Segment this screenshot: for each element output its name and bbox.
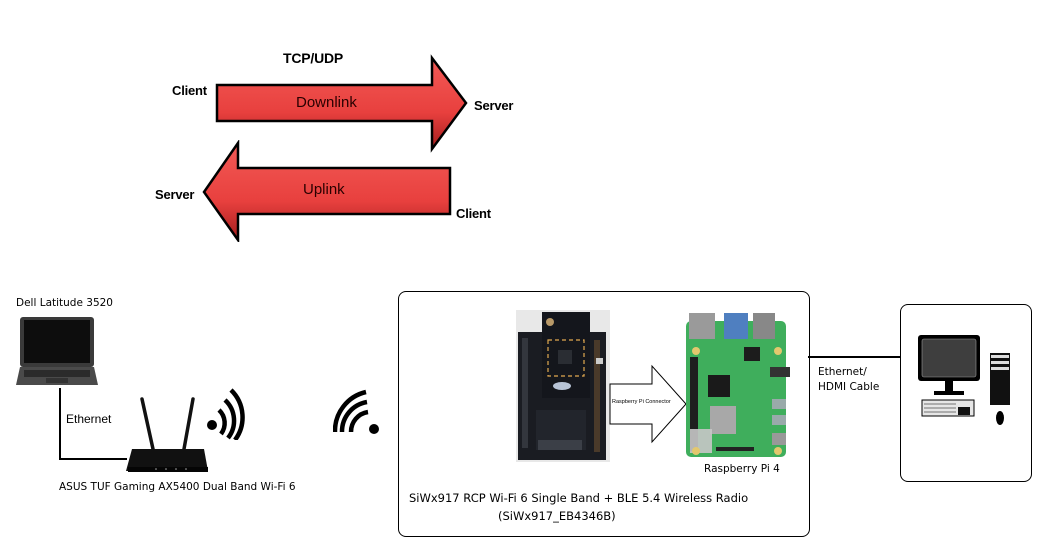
downlink-server-label: Server	[474, 98, 514, 113]
raspberry-pi-icon	[686, 313, 790, 457]
ethernet-label: Ethernet	[66, 412, 112, 426]
dut-caption-line2: (SiWx917_EB4346B)	[498, 509, 616, 523]
laptop-icon	[16, 317, 98, 385]
uplink-server-label: Server	[155, 187, 195, 202]
wifi-signal-icon-dut	[333, 389, 379, 434]
desktop-computer-icon	[918, 335, 1010, 425]
host-link-label-line1: Ethernet/	[818, 366, 867, 378]
downlink-arrow	[215, 54, 468, 153]
wifi-signal-icon	[207, 388, 245, 440]
protocol-title: TCP/UDP	[283, 50, 344, 66]
uplink-client-label: Client	[456, 206, 491, 221]
uplink-label: Uplink	[303, 181, 345, 198]
host-cable-line	[808, 356, 901, 358]
raspberry-pi-label: Raspberry Pi 4	[704, 463, 780, 475]
router-label: ASUS TUF Gaming AX5400 Dual Band Wi-Fi 6	[59, 481, 296, 493]
uplink-arrow	[202, 140, 452, 242]
laptop-label: Dell Latitude 3520	[16, 297, 113, 309]
downlink-label: Downlink	[296, 94, 357, 111]
downlink-client-label: Client	[172, 83, 207, 98]
siwx917-board-icon	[516, 310, 610, 462]
router-icon	[126, 397, 208, 472]
host-link-label-line2: HDMI Cable	[818, 381, 880, 393]
connector-arrow	[609, 364, 687, 444]
connector-label: Raspberry Pi Connector	[612, 399, 671, 405]
ethernet-cable-vertical	[59, 388, 61, 460]
ethernet-cable-horizontal	[59, 458, 127, 460]
dut-caption-line1: SiWx917 RCP Wi-Fi 6 Single Band + BLE 5.…	[409, 491, 749, 505]
